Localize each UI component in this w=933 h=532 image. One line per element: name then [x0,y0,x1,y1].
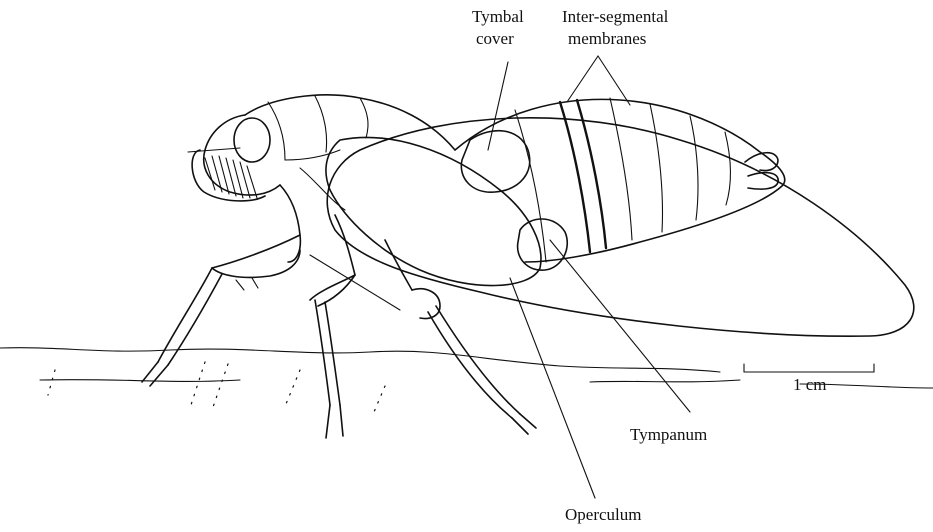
tympanum-label: Tympanum [630,425,707,444]
operculum-label: Operculum [565,505,641,524]
head [188,115,280,201]
tymbal-cover-label: Tymbal [472,7,524,26]
intersegmental-membranes-label: Inter-segmental [562,7,669,26]
intersegmental-membranes-label: membranes [568,29,646,48]
scale-bar [744,364,874,372]
abdomen [455,98,785,262]
tymbal-cover [461,131,529,192]
tymbal-cover-label: cover [476,29,514,48]
scale-bar-label: 1 cm [793,375,827,394]
legs [142,185,536,438]
